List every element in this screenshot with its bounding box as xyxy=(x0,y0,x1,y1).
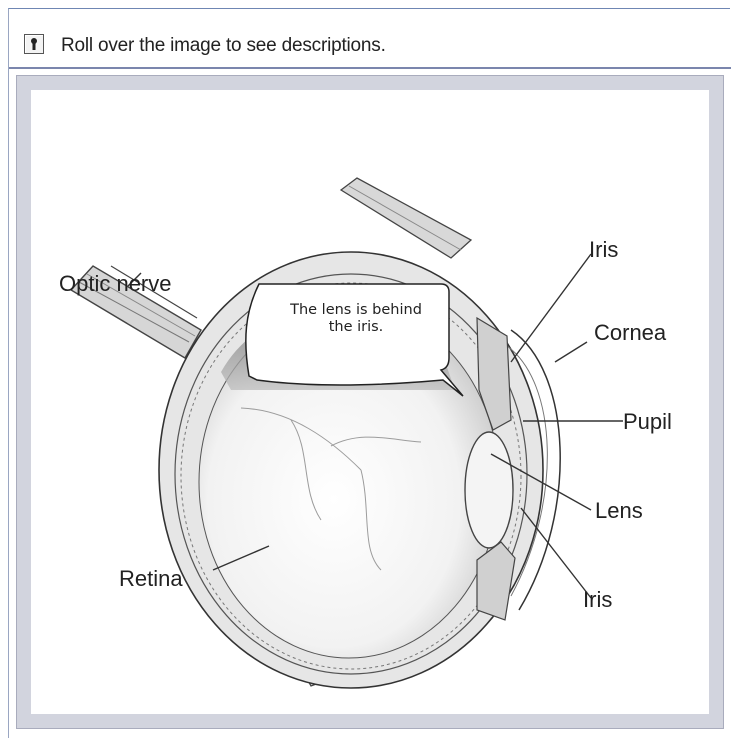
callout-bubble xyxy=(246,284,463,396)
label-retina[interactable]: Retina xyxy=(119,566,183,591)
callout-line-2: the iris. xyxy=(257,319,455,336)
label-lens[interactable]: Lens xyxy=(595,498,643,523)
label-optic-nerve[interactable]: Optic nerve xyxy=(59,271,172,296)
image-rollover-widget: Roll over the image to see descriptions. xyxy=(8,8,730,738)
info-icon xyxy=(24,34,44,54)
instruction-bar: Roll over the image to see descriptions. xyxy=(9,9,731,69)
eye-diagram-canvas[interactable]: Optic nerve Iris Cornea Pupil Lens Iris … xyxy=(31,90,709,714)
callout-line-1: The lens is behind xyxy=(257,302,455,319)
instruction-text: Roll over the image to see descriptions. xyxy=(61,35,386,57)
lens-shape xyxy=(465,432,513,548)
label-cornea[interactable]: Cornea xyxy=(594,320,667,345)
label-iris-bottom[interactable]: Iris xyxy=(583,587,612,612)
image-frame: Optic nerve Iris Cornea Pupil Lens Iris … xyxy=(16,75,724,729)
callout-text: The lens is behind the iris. xyxy=(257,302,455,336)
label-pupil[interactable]: Pupil xyxy=(623,409,672,434)
label-iris-top[interactable]: Iris xyxy=(589,237,618,262)
